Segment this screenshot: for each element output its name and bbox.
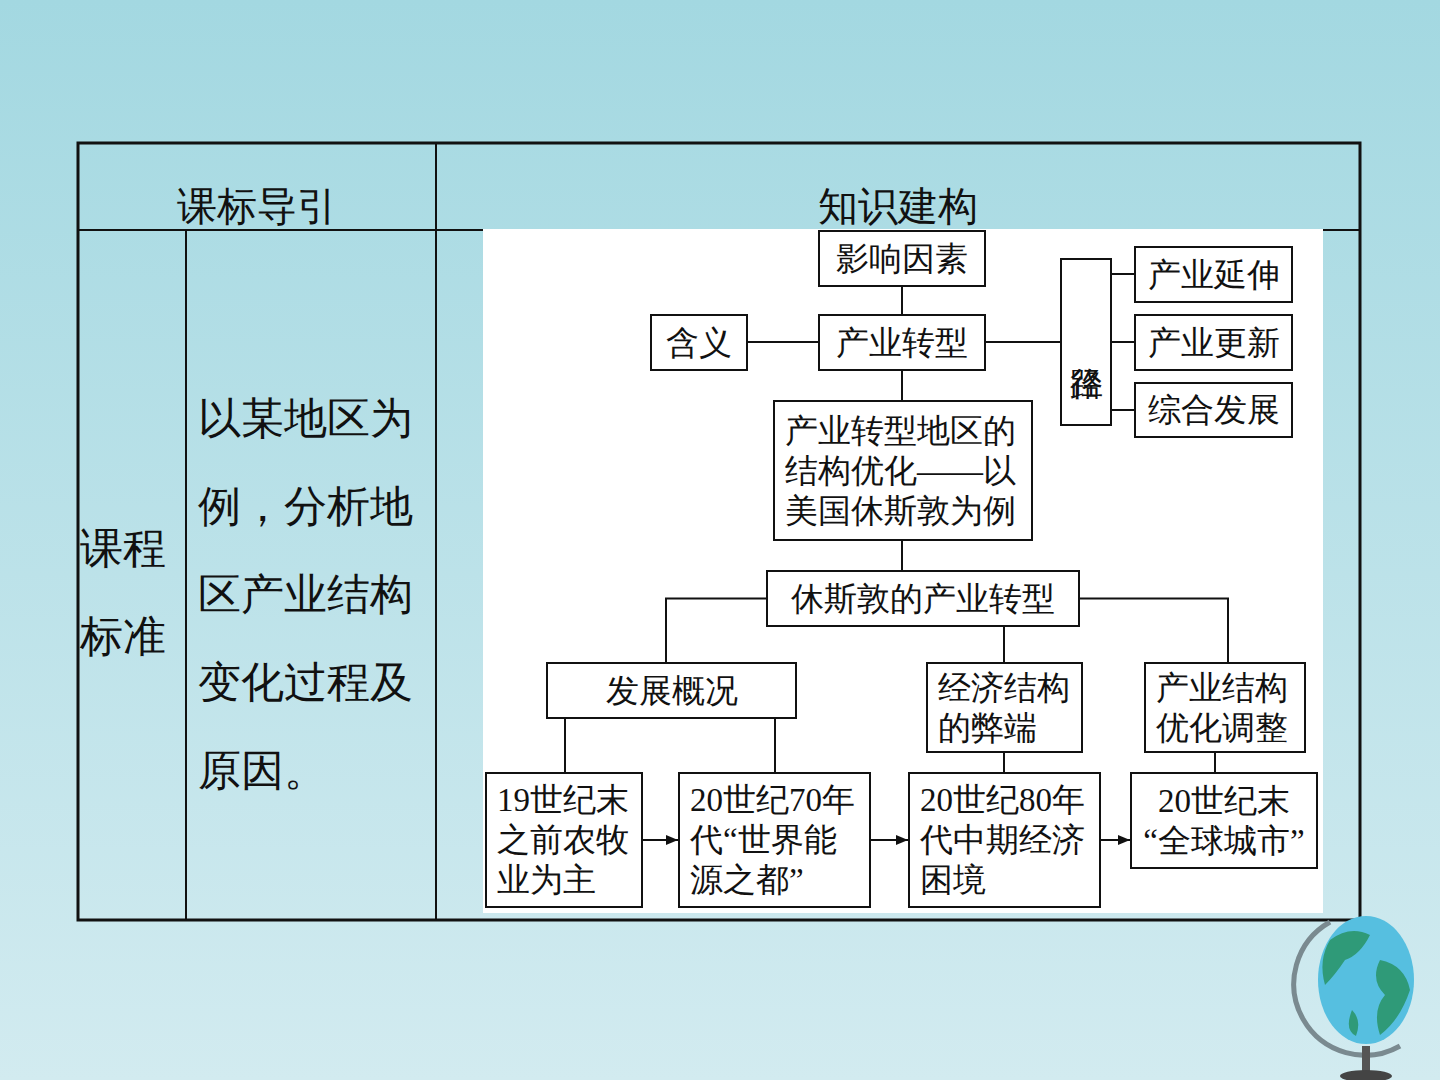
box-text: 19世纪末 之前农牧 业为主 — [497, 780, 631, 900]
concept-box: 发展概况 — [546, 662, 797, 719]
box-text: 产业转型 — [836, 323, 968, 363]
connector-line — [1003, 753, 1005, 772]
connector-line — [1112, 341, 1134, 343]
box-text: 20世纪80年 代中期经济 困境 — [920, 780, 1089, 900]
concept-box: 20世纪70年 代“世界能 源之都” — [678, 772, 871, 908]
concept-box: 产业转型 — [818, 314, 986, 371]
concept-box: 经济结构 的弊端 — [926, 662, 1083, 753]
table-cell: 课程 标准 — [80, 504, 184, 680]
concept-box: 产业延伸 — [1134, 246, 1293, 303]
concept-box: 20世纪末 “全球城市” — [1130, 772, 1318, 869]
table-header: 课标导引 — [78, 178, 436, 234]
box-text: 含义 — [666, 323, 732, 363]
concept-box: 20世纪80年 代中期经济 困境 — [908, 772, 1101, 908]
concept-box: 含义 — [650, 314, 748, 371]
connector-line — [1214, 753, 1216, 772]
box-text: 产业更新 — [1148, 323, 1280, 363]
concept-box: 影响因素 — [818, 230, 986, 287]
connector-arrow — [1101, 839, 1130, 841]
concept-box: 休斯敦的产业转型 — [766, 570, 1080, 627]
connector-arrow — [871, 839, 908, 841]
connector-line — [901, 541, 903, 570]
table-rule — [185, 230, 187, 920]
connector-arrow — [643, 839, 678, 841]
concept-box: 19世纪末 之前农牧 业为主 — [485, 772, 643, 908]
box-text: 经济结构 的弊端 — [938, 668, 1071, 748]
table-header: 知识建构 — [436, 178, 1360, 234]
box-text: 产业延伸 — [1148, 255, 1280, 295]
connector-line — [901, 287, 903, 314]
box-text: 影响因素 — [836, 239, 968, 279]
connector-line — [1003, 627, 1005, 662]
concept-box: 路径 — [1060, 258, 1112, 426]
concept-box: 产业更新 — [1134, 314, 1293, 371]
connector-line — [1112, 273, 1134, 275]
box-text: 产业结构 优化调整 — [1156, 668, 1294, 748]
box-text: 20世纪末 “全球城市” — [1142, 781, 1306, 861]
box-text: 发展概况 — [606, 671, 738, 711]
connector-line — [564, 719, 566, 772]
box-text: 综合发展 — [1148, 390, 1280, 430]
connector-line — [748, 341, 818, 343]
box-text: 20世纪70年 代“世界能 源之都” — [690, 780, 859, 900]
concept-box: 综合发展 — [1134, 382, 1293, 438]
connector-line — [774, 719, 776, 772]
table-rule — [435, 143, 437, 920]
table-cell: 以某地区为 例，分析地 区产业结构 变化过程及 原因。 — [198, 374, 434, 814]
box-text: 休斯敦的产业转型 — [791, 579, 1055, 619]
concept-box: 产业结构 优化调整 — [1144, 662, 1306, 753]
connector-line — [901, 371, 903, 400]
connector-line — [1112, 409, 1134, 411]
diagram-panel — [483, 229, 1323, 913]
connector-line — [666, 599, 766, 663]
box-text: 产业转型地区的 结构优化——以 美国休斯敦为例 — [785, 411, 1021, 531]
connector-line — [1080, 599, 1228, 663]
globe-icon — [1294, 916, 1414, 1080]
connector-line — [986, 341, 1060, 343]
concept-box: 产业转型地区的 结构优化——以 美国休斯敦为例 — [773, 400, 1033, 541]
table-border — [78, 143, 1360, 920]
